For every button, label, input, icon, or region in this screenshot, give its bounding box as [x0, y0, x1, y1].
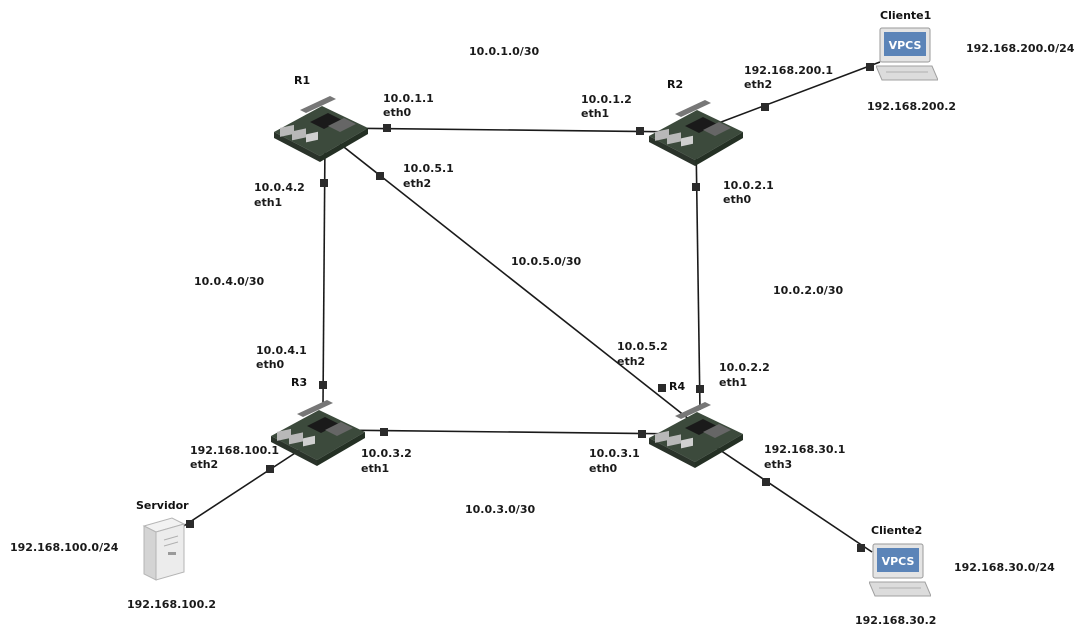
iface-r3-eth2-name: eth2 — [190, 458, 219, 471]
raspberry-pi-router-icon — [271, 400, 365, 466]
host-cliente1-ip: 192.168.200.2 — [867, 100, 957, 113]
network-label-192-168-30: 192.168.30.0/24 — [954, 561, 1055, 574]
iface-r4-eth3-name: eth3 — [764, 458, 793, 471]
port-r1-eth1[interactable] — [320, 179, 328, 187]
host-servidor-ip: 192.168.100.2 — [127, 598, 217, 611]
port-r4-eth0[interactable] — [638, 430, 646, 438]
host-servidor-name: Servidor — [136, 499, 189, 512]
iface-r3-eth0-ip: 10.0.4.1 — [256, 344, 307, 357]
iface-r2-eth1-ip: 10.0.1.2 — [581, 93, 632, 106]
vpcs-pc-icon: VPCS — [876, 27, 938, 81]
iface-r2-eth0-name: eth0 — [723, 193, 752, 206]
vpcs-badge: VPCS — [889, 39, 922, 52]
iface-r1-eth1-name: eth1 — [254, 196, 283, 209]
raspberry-pi-router-icon — [649, 402, 743, 468]
iface-r4-eth2-name: eth2 — [617, 355, 646, 368]
iface-r2-eth2-ip: 192.168.200.1 — [744, 64, 834, 77]
iface-r3-eth2-ip: 192.168.100.1 — [190, 444, 280, 457]
link-r2-r4[interactable] — [695, 139, 701, 411]
raspberry-pi-router-icon — [649, 100, 743, 166]
port-r2-eth1[interactable] — [636, 127, 644, 135]
link-r4-cliente2[interactable] — [704, 439, 873, 553]
router-r4[interactable]: R4 — [645, 380, 745, 470]
iface-r1-eth0-ip: 10.0.1.1 — [383, 92, 434, 105]
iface-r1-eth2-name: eth2 — [403, 177, 432, 190]
host-cliente2-ip: 192.168.30.2 — [855, 614, 937, 627]
port-r2-eth2[interactable] — [761, 103, 769, 111]
link-r2-cliente1[interactable] — [699, 61, 881, 131]
vpcs-pc-icon: VPCS — [869, 543, 931, 597]
iface-r4-eth3-ip: 192.168.30.1 — [764, 443, 846, 456]
network-label-10-0-1: 10.0.1.0/30 — [469, 45, 540, 58]
host-servidor[interactable]: Servidor — [136, 499, 189, 582]
port-cliente2[interactable] — [857, 544, 865, 552]
port-cliente1[interactable] — [866, 63, 874, 71]
raspberry-pi-router-icon — [274, 96, 368, 162]
link-r3-r4[interactable] — [329, 429, 691, 435]
network-label-10-0-2: 10.0.2.0/30 — [773, 284, 844, 297]
host-cliente1-name: Cliente1 — [880, 9, 932, 22]
router-r3-name: R3 — [291, 376, 308, 389]
iface-r1-eth1-ip: 10.0.4.2 — [254, 181, 305, 194]
link-r3-servidor[interactable] — [169, 439, 316, 536]
port-r3-eth1[interactable] — [380, 428, 388, 436]
router-r2[interactable]: R2 — [645, 78, 745, 168]
router-r3[interactable]: R3 — [267, 376, 367, 468]
iface-r2-eth2-name: eth2 — [744, 78, 773, 91]
network-label-192-168-200: 192.168.200.0/24 — [966, 42, 1075, 55]
server-tower-icon — [142, 517, 186, 581]
network-label-10-0-3: 10.0.3.0/30 — [465, 503, 536, 516]
iface-r4-eth1-ip: 10.0.2.2 — [719, 361, 770, 374]
port-r3-eth2[interactable] — [266, 465, 274, 473]
port-r4-eth3[interactable] — [762, 478, 770, 486]
port-r1-eth0[interactable] — [383, 124, 391, 132]
network-label-10-0-4: 10.0.4.0/30 — [194, 275, 265, 288]
port-r4-eth1[interactable] — [696, 385, 704, 393]
port-r1-eth2[interactable] — [376, 172, 384, 180]
router-r1[interactable]: R1 — [270, 74, 370, 164]
iface-r2-eth1-name: eth1 — [581, 107, 610, 120]
iface-r3-eth1-name: eth1 — [361, 462, 390, 475]
network-label-192-168-100: 192.168.100.0/24 — [10, 541, 119, 554]
port-servidor[interactable] — [186, 520, 194, 528]
iface-r2-eth0-ip: 10.0.2.1 — [723, 179, 774, 192]
link-r1-r4[interactable] — [334, 139, 691, 421]
iface-r1-eth2-ip: 10.0.5.1 — [403, 162, 454, 175]
port-r2-eth0[interactable] — [692, 183, 700, 191]
router-r2-name: R2 — [667, 78, 684, 91]
iface-r4-eth2-ip: 10.0.5.2 — [617, 340, 668, 353]
iface-r4-eth0-ip: 10.0.3.1 — [589, 447, 640, 460]
iface-r4-eth0-name: eth0 — [589, 462, 618, 475]
iface-r1-eth0-name: eth0 — [383, 106, 412, 119]
iface-r3-eth1-ip: 10.0.3.2 — [361, 447, 412, 460]
iface-r4-eth1-name: eth1 — [719, 376, 748, 389]
host-cliente2[interactable]: VPCS Cliente2 — [869, 524, 931, 598]
port-r4-eth2[interactable] — [658, 384, 666, 392]
vpcs-badge: VPCS — [882, 555, 915, 568]
router-r1-name: R1 — [294, 74, 311, 87]
router-r4-name: R4 — [669, 380, 686, 393]
port-r3-eth0[interactable] — [319, 381, 327, 389]
network-label-10-0-5: 10.0.5.0/30 — [511, 255, 582, 268]
host-cliente1[interactable]: VPCS Cliente1 — [876, 9, 938, 82]
iface-r3-eth0-name: eth0 — [256, 358, 285, 371]
host-cliente2-name: Cliente2 — [871, 524, 923, 537]
